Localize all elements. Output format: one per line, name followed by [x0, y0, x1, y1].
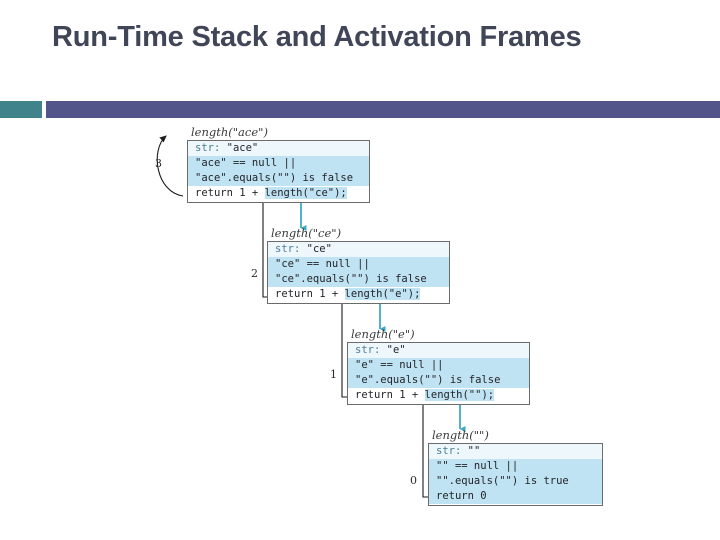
page-title: Run-Time Stack and Activation Frames [52, 21, 582, 53]
str-value: "ce" [300, 243, 332, 255]
str-keyword: str: [436, 445, 462, 457]
return-call: length("e"); [344, 288, 421, 300]
code-line-equals: "e".equals("") is false [348, 373, 529, 388]
code-line-equals: "ace".equals("") is false [188, 171, 369, 186]
return-arc-depth-3 [156, 135, 184, 197]
frame-label-e: length("e") [351, 327, 415, 341]
return-head: return 1 + [275, 288, 345, 300]
str-keyword: str: [275, 243, 301, 255]
frame-box-ce: str: "ce" "ce" == null || "ce".equals(""… [267, 241, 450, 304]
return-head: return 1 + [195, 187, 265, 199]
str-value: "e" [380, 344, 406, 356]
code-line-nullcheck: "" == null || [429, 459, 602, 474]
frame-label-ace: length("ace") [191, 125, 268, 139]
code-line-nullcheck: "e" == null || [348, 358, 529, 373]
return-call: length(""); [424, 389, 495, 401]
frame-label-ce: length("ce") [271, 226, 342, 240]
code-line-nullcheck: "ace" == null || [188, 156, 369, 171]
code-line-str: str: "ace" [188, 141, 369, 156]
str-value: "" [461, 445, 481, 457]
depth-label-0: 0 [410, 474, 417, 487]
frame-label-empty: length("") [432, 428, 489, 442]
frame-box-ace: str: "ace" "ace" == null || "ace".equals… [187, 140, 370, 203]
return-head: return 1 + [355, 389, 425, 401]
code-line-return: return 1 + length(""); [348, 388, 529, 403]
code-line-equals: "ce".equals("") is false [268, 272, 449, 287]
divider-bar [46, 101, 720, 118]
return-call: length("ce"); [264, 187, 347, 199]
code-line-return: return 1 + length("ce"); [188, 186, 369, 201]
depth-label-1: 1 [330, 368, 337, 381]
code-line-equals: "".equals("") is true [429, 474, 602, 489]
frame-box-empty: str: "" "" == null || "".equals("") is t… [428, 443, 603, 506]
code-line-nullcheck: "ce" == null || [268, 257, 449, 272]
frame-box-e: str: "e" "e" == null || "e".equals("") i… [347, 342, 530, 405]
str-keyword: str: [195, 142, 221, 154]
code-line-str: str: "" [429, 444, 602, 459]
title-divider [0, 101, 720, 118]
divider-accent-block [0, 101, 42, 118]
code-line-return: return 1 + length("e"); [268, 287, 449, 302]
depth-label-3: 3 [155, 157, 162, 170]
str-value: "ace" [220, 142, 259, 154]
code-line-str: str: "e" [348, 343, 529, 358]
str-keyword: str: [355, 344, 381, 356]
code-line-return: return 0 [429, 489, 602, 504]
depth-label-2: 2 [251, 267, 258, 280]
code-line-str: str: "ce" [268, 242, 449, 257]
